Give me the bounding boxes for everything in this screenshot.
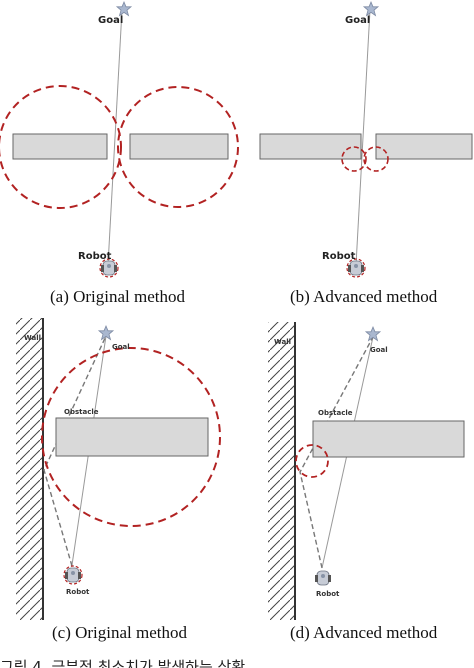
robot-label: Robot [78, 251, 112, 262]
caption-c: (c) Original method [52, 623, 188, 642]
goal-label: Goal [345, 15, 370, 26]
caption-d: (d) Advanced method [290, 623, 438, 642]
deflected-path [43, 335, 107, 567]
obstacle-left [259, 133, 362, 160]
deflected-path [299, 336, 374, 569]
robot-icon [314, 570, 332, 586]
obstacle [312, 420, 465, 458]
wall-hatch [16, 318, 42, 620]
path-line [107, 9, 123, 266]
robot-circle [63, 565, 83, 585]
goal-label: Goal [370, 346, 388, 354]
repulsive-circle-left [0, 85, 122, 209]
figure-footer: 그림 4. 극부적 최소치가 발생하는 상황 [0, 658, 245, 668]
wall-hatch [268, 322, 294, 620]
wall-label: Wall [24, 334, 41, 342]
obstacle-label: Obstacle [318, 409, 353, 417]
goal-label: Goal [112, 343, 130, 351]
goal-star-icon [363, 1, 379, 16]
obstacle [55, 417, 209, 457]
robot-icon [347, 260, 365, 276]
goal-label: Goal [98, 15, 123, 26]
obstacle-label: Obstacle [64, 408, 99, 416]
repulsive-circle-left [341, 146, 367, 172]
obstacle-right [375, 133, 473, 160]
repulsive-circle [295, 444, 329, 478]
obstacle-left [12, 133, 108, 160]
path-line [355, 9, 371, 266]
robot-icon [100, 260, 118, 276]
caption-b: (b) Advanced method [290, 287, 438, 306]
robot-label: Robot [66, 588, 90, 596]
robot-circle [99, 258, 119, 278]
panel-b: Goal Robot (b) Advanced method [259, 1, 473, 306]
wall-label: Wall [274, 338, 291, 346]
goal-star-icon [116, 1, 132, 16]
panel-a: Goal Robot (a) Original method [0, 1, 239, 306]
obstacle-right [129, 133, 229, 160]
robot-label: Robot [316, 590, 340, 598]
robot-label: Robot [322, 251, 356, 262]
panel-c: Wall Obstacle Goal Robot (c) Original me… [16, 318, 221, 642]
caption-a: (a) Original method [50, 287, 186, 306]
repulsive-circle-right [363, 146, 389, 172]
robot-circle [346, 258, 366, 278]
robot-icon [64, 567, 82, 583]
panel-d: Wall Obstacle Goal Robot (d) Advanced me… [268, 322, 465, 642]
repulsive-circle-right [117, 86, 239, 208]
repulsive-circle [41, 347, 221, 527]
